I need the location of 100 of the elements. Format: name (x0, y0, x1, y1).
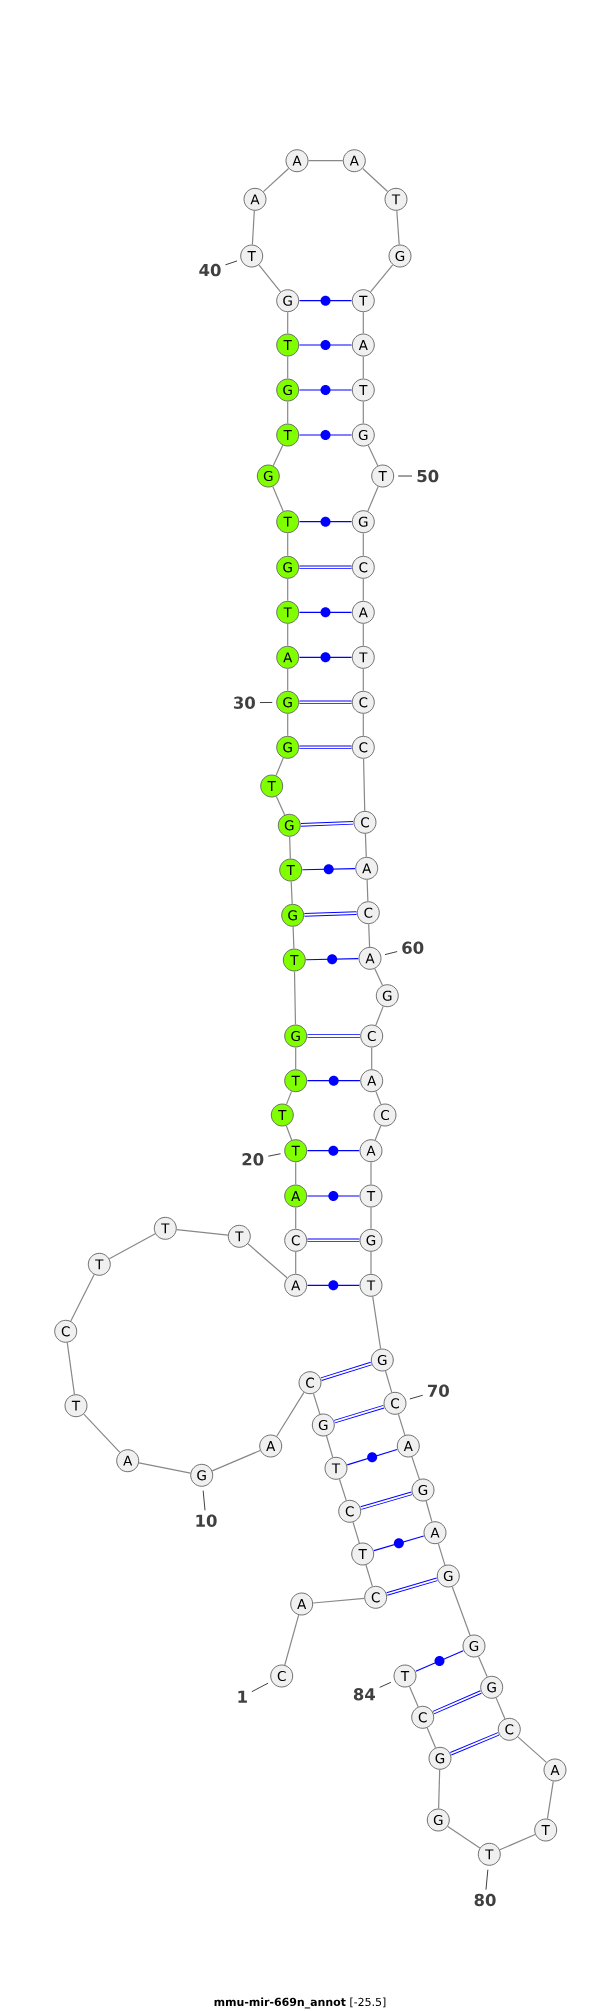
base-pair-line (298, 340, 353, 350)
backbone-line (325, 1435, 334, 1458)
backbone-line (362, 400, 364, 425)
base-pair-line (306, 1191, 360, 1201)
backbone-line (425, 1500, 433, 1523)
backbone-line (338, 1478, 347, 1501)
backbone-line (370, 1251, 372, 1275)
backbone-line (276, 1391, 305, 1437)
backbone-line (275, 757, 284, 777)
backbone-line (372, 1296, 382, 1350)
backbone-line (374, 1125, 382, 1141)
leader-line (251, 1682, 269, 1693)
base-pair-line (449, 1732, 500, 1756)
base-pair-line (298, 295, 353, 306)
base-pair-line (306, 1145, 360, 1156)
backbone-line (437, 1543, 446, 1566)
backbone-line (367, 444, 379, 467)
base-pair-line (306, 1075, 361, 1086)
backbone-line (258, 264, 282, 293)
backbone-line (211, 1449, 261, 1472)
leader-line (409, 1394, 424, 1400)
backbone-line (312, 1393, 321, 1415)
backbone-line (108, 1233, 156, 1260)
base-pair-line (303, 911, 358, 917)
backbone-line (66, 1342, 76, 1395)
backbone-line (365, 1564, 373, 1587)
position-number: 70 (427, 1384, 449, 1397)
backbone-line (368, 923, 371, 948)
backbone-line (295, 1046, 297, 1070)
base-pair-line (298, 607, 353, 618)
backbone-line (517, 1736, 548, 1763)
backbone-line (451, 1586, 471, 1636)
backbone-line (362, 668, 364, 692)
base-pair-line (301, 864, 356, 875)
backbone-line (285, 1125, 293, 1141)
base-pair-line (300, 821, 355, 827)
backbone-line (375, 1090, 382, 1105)
base-pair-line (386, 1577, 438, 1596)
position-number: 60 (402, 941, 424, 954)
backbone-line (426, 1727, 437, 1749)
backbone-line (370, 1206, 372, 1230)
backbone-line (272, 485, 284, 512)
backbone-line (295, 1161, 297, 1186)
backbone-line (362, 532, 364, 557)
base-pair-line (306, 1280, 360, 1291)
backbone-line (371, 1046, 373, 1070)
base-pair-line (298, 516, 353, 527)
backbone-line (408, 1685, 419, 1708)
base-pair-line (415, 1650, 464, 1672)
base-pair-line (333, 1405, 385, 1424)
base-pair-line (298, 565, 353, 570)
leader-line (224, 260, 238, 266)
backbone-line (70, 1273, 95, 1322)
base-pair-line (298, 745, 353, 750)
caption: mmu-mir-669n_annot [-25.5] (214, 1997, 386, 2009)
backbone-line (447, 1825, 481, 1849)
backbone-line (293, 970, 297, 1026)
leader-line (267, 1153, 282, 1157)
backbone-line (262, 167, 290, 193)
backbone-line (295, 1206, 297, 1230)
position-number: 50 (417, 469, 439, 483)
backbone-line (176, 1228, 229, 1236)
backbone-line (287, 355, 289, 380)
backbone-line (287, 713, 289, 737)
backbone-line (366, 879, 369, 902)
base-pair-line (298, 430, 353, 440)
backbone-line (411, 1456, 420, 1480)
backbone-line (396, 210, 400, 246)
position-number: 84 (353, 1688, 375, 1701)
backbone-line (369, 264, 394, 293)
base-pair-line (373, 1535, 425, 1552)
position-number: 80 (474, 1893, 496, 1907)
position-number: 1 (238, 1690, 247, 1703)
backbone-line (374, 968, 384, 986)
base-pair-line (305, 954, 359, 965)
base-pair-line (320, 1361, 372, 1381)
backbone-line (272, 444, 284, 467)
backbone-line (312, 1597, 365, 1604)
backbone-line (397, 1413, 406, 1436)
backbone-line (362, 758, 366, 812)
base-pair-line (298, 385, 353, 395)
position-number: 10 (196, 1514, 217, 1527)
position-number: 40 (199, 263, 221, 277)
backbone-line (251, 210, 255, 246)
backbone-line (289, 836, 291, 860)
backbone-line (352, 1521, 360, 1544)
base-pair-line (360, 1491, 413, 1510)
backbone-line (292, 926, 295, 950)
base-pair-line (298, 700, 353, 705)
backbone-line (362, 578, 364, 602)
backbone-line (287, 578, 289, 602)
backbone-line (375, 1005, 384, 1026)
position-number: 30 (233, 696, 255, 709)
base-pair-line (306, 1238, 361, 1243)
backbone-line (384, 1370, 393, 1393)
backbone-line (438, 1769, 441, 1810)
backbone-line (370, 1161, 372, 1186)
leader-line (259, 701, 273, 704)
backbone-line (290, 880, 293, 905)
backbone-line (287, 623, 289, 647)
